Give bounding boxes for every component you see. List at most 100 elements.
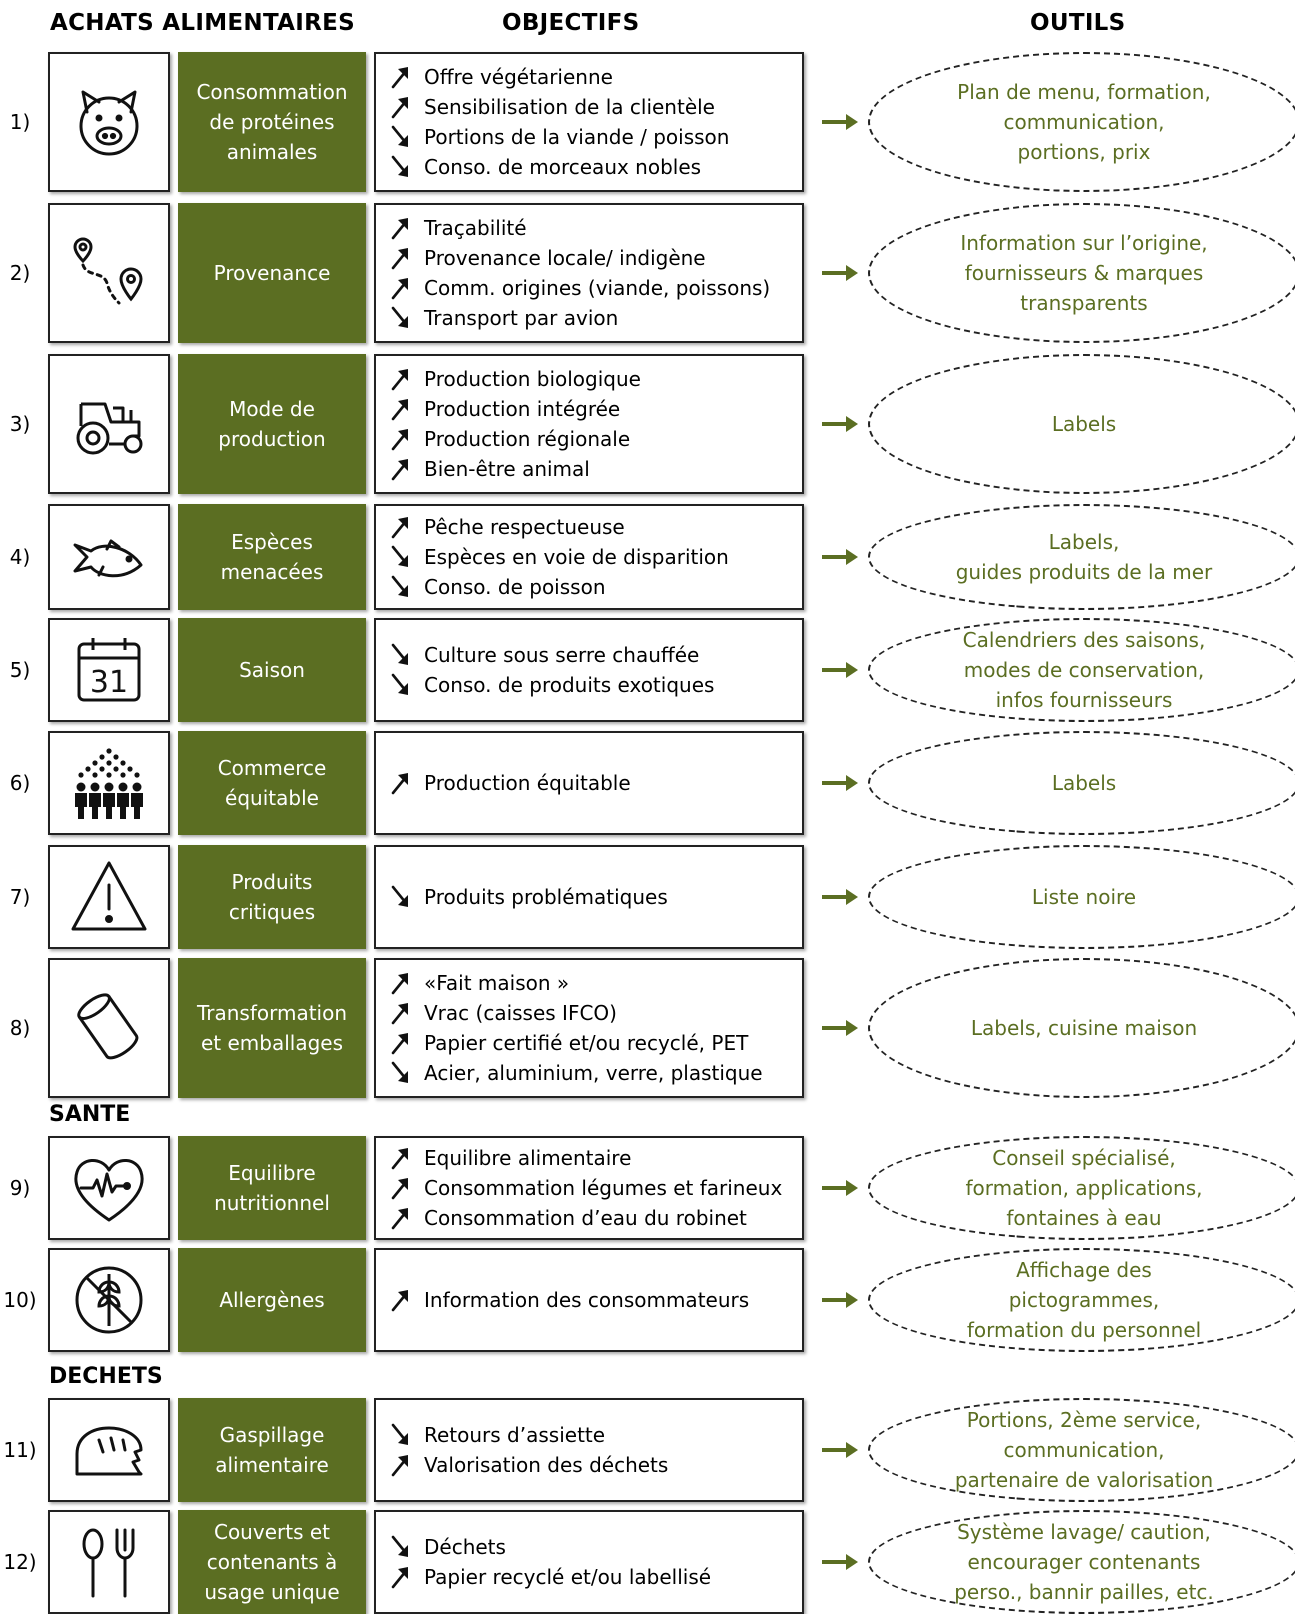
trend-up-icon (391, 1003, 408, 1025)
objective-text: Transport par avion (424, 306, 619, 330)
trend-up-icon (391, 429, 408, 451)
row-number: 2) (9, 261, 31, 285)
trend-down-icon (391, 885, 408, 907)
svg-text:31: 31 (90, 665, 128, 700)
objective-item: Production régionale (388, 424, 802, 454)
arrow-right-icon (822, 1180, 858, 1196)
icon-box (48, 1136, 170, 1240)
arrow-right-icon (822, 775, 858, 791)
row-number: 1) (9, 110, 31, 134)
objective-text: Retours d’assiette (424, 1423, 606, 1447)
objective-text: Acier, aluminium, verre, plastique (424, 1061, 763, 1085)
trend-down-icon (391, 125, 408, 147)
trend-up-icon (391, 1033, 408, 1055)
icon-box: 31 (48, 618, 170, 722)
icon-box (48, 1248, 170, 1352)
objective-text: Déchets (424, 1535, 506, 1559)
can-icon (77, 993, 139, 1060)
objective-text: Production intégrée (424, 397, 621, 421)
objective-text: Provenance locale/ indigène (424, 246, 706, 270)
objective-text: Offre végétarienne (424, 65, 613, 89)
category-label: Mode de production (178, 354, 366, 494)
trend-up-icon (391, 1567, 408, 1589)
tool-ellipse: Information sur l’origine, fournisseurs … (868, 203, 1295, 343)
section-dechets: DECHETS (49, 1364, 163, 1389)
pig-icon (79, 90, 139, 156)
objective-item: Culture sous serre chauffée (388, 640, 802, 670)
objective-item: Acier, aluminium, verre, plastique (388, 1058, 802, 1088)
objective-text: Production biologique (424, 367, 641, 391)
objective-item: Papier certifié et/ou recyclé, PET (388, 1028, 802, 1058)
row-number: 6) (9, 771, 31, 795)
category-label: Consommation de protéines animales (178, 52, 366, 192)
row-number: 8) (9, 1016, 31, 1040)
objective-text: Conso. de poisson (424, 575, 606, 599)
objective-item: Conso. de poisson (388, 572, 802, 602)
objective-text: Conso. de morceaux nobles (424, 155, 702, 179)
objective-item: Conso. de produits exotiques (388, 670, 802, 700)
tool-ellipse: Labels (868, 731, 1295, 835)
arrow-right-icon (822, 889, 858, 905)
trend-down-icon (391, 1423, 408, 1445)
tool-ellipse: Liste noire (868, 845, 1295, 949)
objective-text: «Fait maison » (424, 971, 570, 995)
trend-down-icon (391, 306, 408, 328)
trend-up-icon (391, 218, 408, 240)
icon-box (48, 203, 170, 343)
tool-ellipse: Portions, 2ème service, communication, p… (868, 1398, 1295, 1502)
objective-text: Equilibre alimentaire (424, 1146, 632, 1170)
objective-text: Consommation d’eau du robinet (424, 1206, 747, 1230)
header-objectifs: OBJECTIFS (502, 10, 640, 36)
category-label: Produits critiques (178, 845, 366, 949)
objective-item: Production intégrée (388, 394, 802, 424)
row-number: 10) (3, 1288, 37, 1312)
objective-item: Portions de la viande / poisson (388, 122, 802, 152)
objective-text: Conso. de produits exotiques (424, 673, 715, 697)
objective-text: Production équitable (424, 771, 631, 795)
objective-text: Produits problématiques (424, 885, 668, 909)
route-pin-icon (73, 237, 143, 305)
objective-item: Production équitable (388, 768, 802, 798)
objective-item: Déchets (388, 1532, 802, 1562)
trend-down-icon (391, 1535, 408, 1557)
category-label: Allergènes (178, 1248, 366, 1352)
objectives-box: «Fait maison »Vrac (caisses IFCO)Papier … (374, 958, 804, 1098)
trend-up-icon (391, 399, 408, 421)
objective-text: Espèces en voie de disparition (424, 545, 729, 569)
objective-text: Portions de la viande / poisson (424, 125, 730, 149)
arrow-right-icon (822, 1020, 858, 1036)
icon-box (48, 1510, 170, 1614)
icon-box (48, 845, 170, 949)
arrow-right-icon (822, 416, 858, 432)
objective-item: Papier recyclé et/ou labellisé (388, 1562, 802, 1592)
objectives-box: Information des consommateurs (374, 1248, 804, 1352)
objective-item: Consommation légumes et farineux (388, 1173, 802, 1203)
objective-item: Equilibre alimentaire (388, 1143, 802, 1173)
trend-up-icon (391, 97, 408, 119)
objective-text: Consommation légumes et farineux (424, 1176, 783, 1200)
tool-ellipse: Labels, cuisine maison (868, 958, 1295, 1098)
icon-box (48, 1398, 170, 1502)
arrow-right-icon (822, 662, 858, 678)
icon-box (48, 731, 170, 835)
category-label: Couverts et contenants à usage unique (178, 1510, 366, 1614)
trend-up-icon (391, 1148, 408, 1170)
objective-item: Traçabilité (388, 213, 802, 243)
objective-text: Bien-être animal (424, 457, 590, 481)
objective-item: Retours d’assiette (388, 1420, 802, 1450)
trend-up-icon (391, 1208, 408, 1230)
trend-down-icon (391, 155, 408, 177)
trend-down-icon (391, 575, 408, 597)
objective-item: Sensibilisation de la clientèle (388, 92, 802, 122)
objective-item: Valorisation des déchets (388, 1450, 802, 1480)
arrow-right-icon (822, 1292, 858, 1308)
no-gluten-icon (75, 1266, 143, 1334)
objectives-box: Produits problématiques (374, 845, 804, 949)
